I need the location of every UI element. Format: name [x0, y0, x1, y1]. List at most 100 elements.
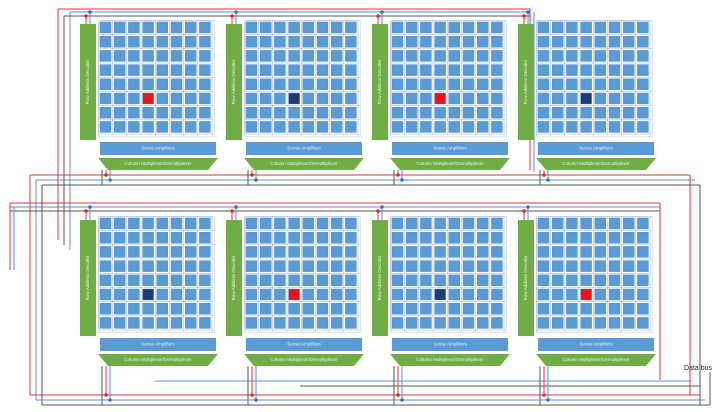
memory-cell [199, 303, 211, 315]
memory-cell [537, 231, 550, 244]
memory-cell [142, 246, 154, 258]
sense-amplifiers [246, 338, 362, 351]
memory-cell [302, 317, 314, 329]
junction-node-blue [234, 205, 238, 209]
memory-cell [623, 231, 635, 244]
memory-cell [113, 64, 126, 76]
memory-cell [142, 121, 154, 133]
memory-cell [391, 231, 404, 244]
memory-cell [434, 106, 446, 119]
memory-cell [391, 106, 404, 119]
memory-cell [302, 121, 314, 133]
memory-cell [552, 121, 564, 133]
sense-amplifiers [538, 338, 654, 351]
memory-cell [637, 36, 649, 48]
memory-cell [245, 50, 258, 62]
memory-cell [156, 21, 169, 34]
memory-cell [260, 21, 272, 34]
memory-cell [345, 303, 357, 315]
memory-cell [566, 64, 578, 76]
memory-cell [448, 317, 460, 329]
memory-cell [99, 274, 112, 286]
memory-cell [156, 317, 169, 329]
junction-node-red [396, 393, 400, 397]
memory-cell [552, 64, 564, 76]
memory-cell [156, 260, 169, 272]
memory-cell [345, 121, 357, 133]
junction-node-red [522, 14, 526, 18]
memory-cell [260, 50, 272, 62]
memory-cell [477, 231, 489, 244]
junction-node-blue [380, 10, 384, 14]
memory-cell [462, 106, 475, 119]
memory-cell [316, 317, 329, 329]
memory-cell [580, 36, 592, 48]
column-multiplexer [390, 158, 510, 170]
memory-cell [170, 303, 183, 315]
memory-cell [537, 217, 550, 230]
memory-cell [245, 246, 258, 258]
memory-cell [623, 64, 635, 76]
memory-cell [156, 36, 169, 48]
memory-cell [491, 106, 503, 119]
memory-cell [608, 50, 621, 62]
memory-cell [420, 231, 432, 244]
junction-node-red [84, 14, 88, 18]
sense-amplifiers [246, 142, 362, 155]
sense-amplifiers [538, 142, 654, 155]
memory-cell [260, 260, 272, 272]
memory-cell [170, 36, 183, 48]
memory-cell [608, 217, 621, 230]
memory-cell [434, 231, 446, 244]
memory-cell [99, 50, 112, 62]
memory-cell [608, 231, 621, 244]
memory-cell [448, 121, 460, 133]
memory-cell [128, 303, 140, 315]
memory-cell [199, 217, 211, 230]
memory-cell [477, 36, 489, 48]
memory-cell [113, 21, 126, 34]
memory-cell [113, 92, 126, 105]
memory-cell [288, 36, 300, 48]
sense-amplifiers-label: Sense Amplifiers [579, 146, 613, 151]
sense-amplifiers [100, 338, 216, 351]
memory-cell [391, 50, 404, 62]
memory-cell [128, 92, 140, 105]
memory-cell [637, 288, 649, 301]
memory-cell [184, 217, 197, 230]
memory-cell [128, 50, 140, 62]
row-decoder-label: Row Address Decoder [85, 255, 90, 300]
memory-cell [331, 288, 343, 301]
memory-cell [288, 50, 300, 62]
memory-cell [391, 246, 404, 258]
memory-cell [199, 50, 211, 62]
memory-cell [170, 260, 183, 272]
memory-cell [552, 92, 564, 105]
selected-memory-cell [142, 92, 154, 105]
memory-cell [420, 303, 432, 315]
memory-cell [331, 303, 343, 315]
memory-cell [477, 50, 489, 62]
selected-memory-cell [142, 288, 154, 301]
memory-cell [448, 260, 460, 272]
memory-cell [99, 121, 112, 133]
memory-cell [594, 317, 606, 329]
memory-cell [537, 317, 550, 329]
memory-cell [142, 317, 154, 329]
memory-cell [448, 50, 460, 62]
memory-cell [245, 92, 258, 105]
memory-cell [245, 260, 258, 272]
junction-node-blue [526, 205, 530, 209]
memory-cell [406, 288, 418, 301]
memory-cell [580, 50, 592, 62]
memory-cell [331, 106, 343, 119]
memory-cell [331, 92, 343, 105]
memory-cell [142, 64, 154, 76]
memory-cell [331, 260, 343, 272]
memory-cell [594, 64, 606, 76]
memory-cell [199, 106, 211, 119]
memory-cell [623, 303, 635, 315]
memory-cell [491, 231, 503, 244]
junction-node-red [376, 14, 380, 18]
